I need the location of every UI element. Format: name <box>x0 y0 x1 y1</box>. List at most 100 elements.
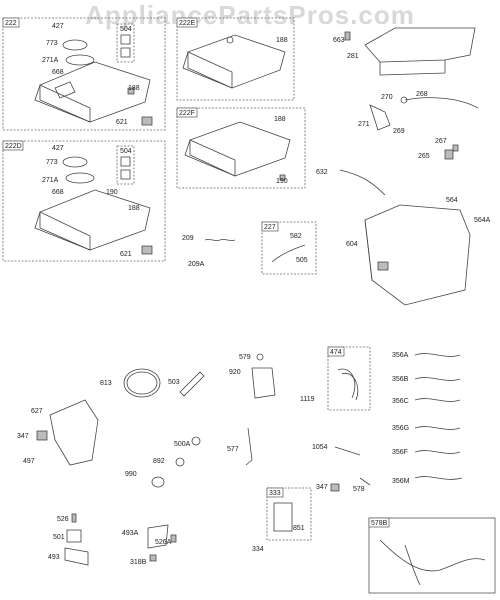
group-222E[interactable]: 222E <box>176 17 295 101</box>
part-190-b[interactable]: 190 <box>276 178 288 185</box>
part-500A-shape <box>191 436 201 446</box>
part-334[interactable]: 334 <box>252 546 264 553</box>
part-427-b[interactable]: 427 <box>52 145 64 152</box>
part-1054[interactable]: 1054 <box>312 444 328 451</box>
part-356F[interactable]: 356F <box>392 449 408 456</box>
part-347-b[interactable]: 347 <box>316 484 328 491</box>
part-493[interactable]: 493 <box>48 554 60 561</box>
part-604[interactable]: 604 <box>346 241 358 248</box>
group-227-label: 227 <box>264 224 276 231</box>
part-188-c[interactable]: 188 <box>276 37 288 44</box>
part-427-a[interactable]: 427 <box>52 23 64 30</box>
part-188-a[interactable]: 188 <box>128 85 140 92</box>
part-493A[interactable]: 493A <box>122 530 139 537</box>
part-188-b[interactable]: 188 <box>128 205 140 212</box>
part-493-shape <box>64 547 89 566</box>
part-813[interactable]: 813 <box>100 380 112 387</box>
group-474-label: 474 <box>330 349 342 356</box>
part-892-shape <box>175 457 185 467</box>
group-222E-label: 222E <box>179 20 196 27</box>
part-503-shape <box>179 371 205 397</box>
part-356C[interactable]: 356C <box>392 398 409 405</box>
part-190-a[interactable]: 190 <box>106 189 118 196</box>
part-621-a[interactable]: 621 <box>116 119 128 126</box>
part-501-shape <box>66 529 82 543</box>
part-851[interactable]: 851 <box>293 525 305 532</box>
part-270[interactable]: 270 <box>381 94 393 101</box>
spring-209[interactable] <box>204 239 236 241</box>
group-222F[interactable]: 222F <box>176 107 306 189</box>
part-501[interactable]: 501 <box>53 534 65 541</box>
group-578B[interactable]: 578B <box>368 517 496 594</box>
part-281[interactable]: 281 <box>347 53 359 60</box>
group-504a-label: 504 <box>120 26 132 33</box>
part-526A[interactable]: 526A <box>155 539 172 546</box>
part-577-shape <box>245 427 253 466</box>
part-579-shape <box>256 353 264 361</box>
part-663[interactable]: 663 <box>333 37 345 44</box>
part-564A[interactable]: 564A <box>474 217 491 224</box>
part-356G[interactable]: 356G <box>392 425 409 432</box>
part-582[interactable]: 582 <box>290 233 302 240</box>
part-318B[interactable]: 318B <box>130 559 147 566</box>
part-267[interactable]: 267 <box>435 138 447 145</box>
part-621-b[interactable]: 621 <box>120 251 132 258</box>
part-990[interactable]: 990 <box>125 471 137 478</box>
plate-627[interactable] <box>49 399 99 466</box>
watermark: AppliancePartsPros.com <box>85 0 415 30</box>
part-668-a[interactable]: 668 <box>52 69 64 76</box>
part-579[interactable]: 579 <box>239 354 251 361</box>
part-356B[interactable]: 356B <box>392 376 409 383</box>
group-333[interactable]: 333 <box>266 487 312 541</box>
part-271[interactable]: 271 <box>358 121 370 128</box>
group-227[interactable]: 227 <box>261 221 317 275</box>
part-668-b[interactable]: 668 <box>52 189 64 196</box>
part-920[interactable]: 920 <box>229 369 241 376</box>
wire-632[interactable] <box>339 169 386 196</box>
part-578-shape <box>359 477 371 486</box>
part-503[interactable]: 503 <box>168 379 180 386</box>
group-474[interactable]: 474 <box>327 346 371 411</box>
part-892[interactable]: 892 <box>153 458 165 465</box>
part-1119[interactable]: 1119 <box>300 396 315 403</box>
part-347b-shape <box>330 483 340 492</box>
part-577[interactable]: 577 <box>227 446 239 453</box>
part-773-b[interactable]: 773 <box>46 159 58 166</box>
part-500A[interactable]: 500A <box>174 441 191 448</box>
part-347a-shape <box>36 430 48 441</box>
part-269[interactable]: 269 <box>393 128 405 135</box>
part-271A-b[interactable]: 271A <box>42 177 59 184</box>
cable-assembly[interactable] <box>369 96 479 131</box>
part-526A-shape <box>170 534 177 543</box>
part-773-a[interactable]: 773 <box>46 40 58 47</box>
group-504b-label: 504 <box>120 148 132 155</box>
part-188-d[interactable]: 188 <box>274 116 286 123</box>
part-564[interactable]: 564 <box>446 197 458 204</box>
part-268[interactable]: 268 <box>416 91 428 98</box>
part-632[interactable]: 632 <box>316 169 328 176</box>
part-497[interactable]: 497 <box>23 458 35 465</box>
group-222[interactable]: 222 504 <box>2 17 166 131</box>
part-356A[interactable]: 356A <box>392 352 409 359</box>
part-209A[interactable]: 209A <box>188 261 205 268</box>
part-356M[interactable]: 356M <box>392 478 410 485</box>
group-578B-label: 578B <box>371 520 388 527</box>
part-526[interactable]: 526 <box>57 516 69 523</box>
part-1054-shape <box>334 446 361 456</box>
part-209[interactable]: 209 <box>182 235 194 242</box>
group-222D[interactable]: 222D 504 <box>2 140 166 262</box>
group-222F-label: 222F <box>179 110 195 117</box>
part-265[interactable]: 265 <box>418 153 430 160</box>
group-222-label: 222 <box>5 20 17 27</box>
part-627[interactable]: 627 <box>31 408 43 415</box>
harness-list[interactable] <box>414 353 463 480</box>
bracket-281[interactable] <box>344 27 476 76</box>
part-271A-a[interactable]: 271A <box>42 57 59 64</box>
part-920-shape <box>251 367 276 399</box>
clamp-813[interactable] <box>123 368 161 398</box>
part-347-a[interactable]: 347 <box>17 433 29 440</box>
blower-cover-604[interactable] <box>364 204 471 306</box>
part-505[interactable]: 505 <box>296 257 308 264</box>
part-578[interactable]: 578 <box>353 486 365 493</box>
